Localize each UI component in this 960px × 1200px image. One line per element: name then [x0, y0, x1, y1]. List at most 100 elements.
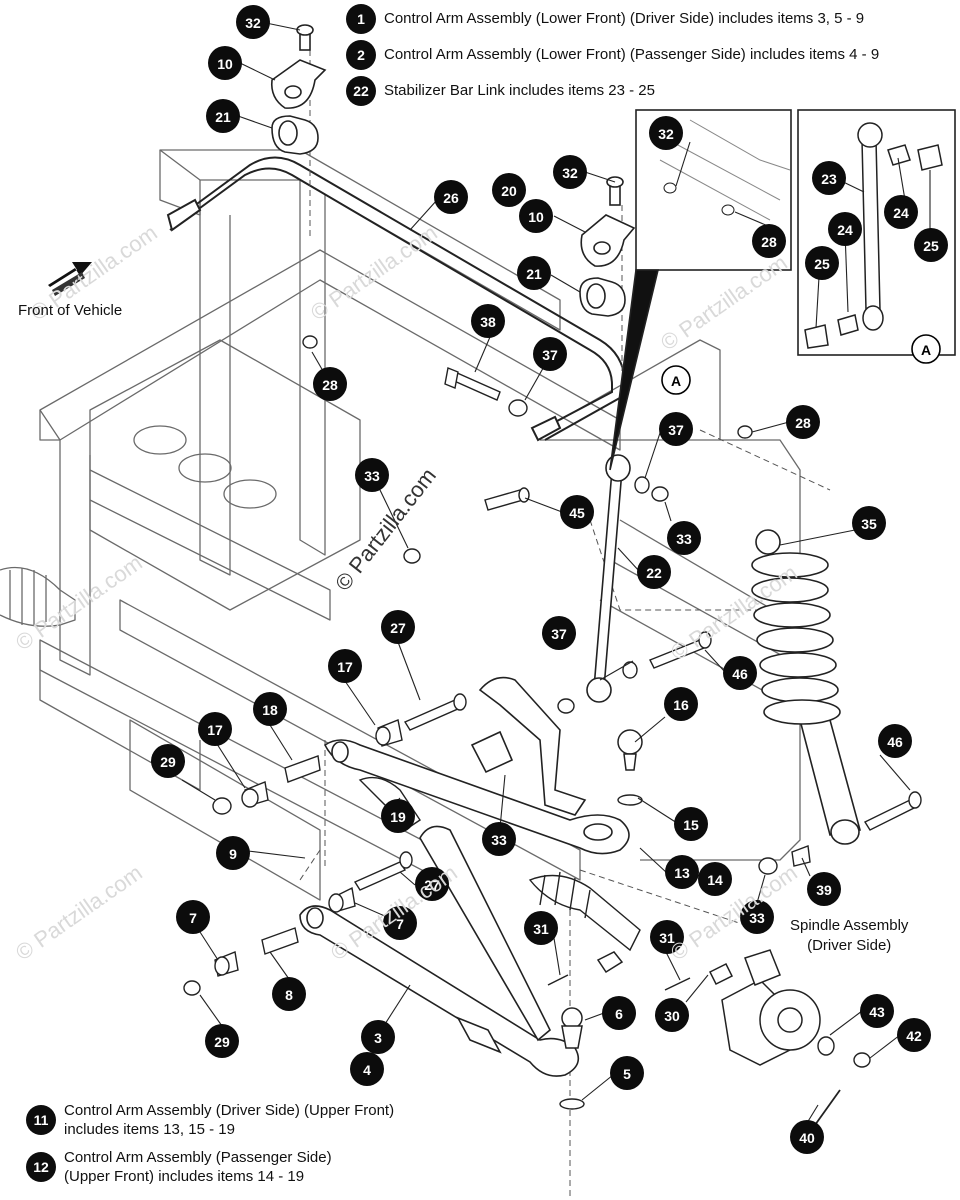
svg-text:13: 13	[674, 865, 690, 881]
callouts: 32 10 21 26 20 32 10 21 38 37 28 33 45 2…	[151, 5, 948, 1154]
callout-39: 39	[807, 872, 841, 906]
bushings-sleeves	[214, 719, 811, 977]
callout-33-c: 33	[667, 521, 701, 555]
svg-text:10: 10	[217, 56, 233, 72]
callout-14: 14	[698, 862, 732, 896]
callout-10-b: 10	[519, 199, 553, 233]
svg-text:23: 23	[821, 171, 837, 187]
svg-text:32: 32	[562, 165, 578, 181]
svg-text:20: 20	[501, 183, 517, 199]
upper-control-arm	[323, 676, 630, 855]
svg-text:10: 10	[528, 209, 544, 225]
callout-28: 28	[313, 367, 347, 401]
legend-item-12: 12 Control Arm Assembly (Passenger Side)…	[26, 1148, 332, 1186]
nuts-washers	[183, 335, 871, 1110]
spindle-assembly	[547, 949, 841, 1126]
callout-7-b: 7	[383, 906, 417, 940]
legend-item-1: 1 Control Arm Assembly (Lower Front) (Dr…	[346, 4, 864, 34]
svg-text:15: 15	[683, 817, 699, 833]
callout-33-d: 33	[740, 900, 774, 934]
svg-text:28: 28	[795, 415, 811, 431]
legend-badge: 11	[26, 1105, 56, 1135]
svg-text:38: 38	[480, 314, 496, 330]
callout-8: 8	[272, 977, 306, 1011]
legend-badge: 22	[346, 76, 376, 106]
callout-45: 45	[560, 495, 594, 529]
callout-29-b: 29	[205, 1024, 239, 1058]
legend-text: Control Arm Assembly (Lower Front) (Driv…	[384, 10, 865, 27]
svg-text:35: 35	[861, 516, 877, 532]
svg-text:21: 21	[526, 266, 542, 282]
callout-16: 16	[664, 687, 698, 721]
stabilizer-link-22	[586, 454, 631, 703]
svg-text:32: 32	[658, 126, 674, 142]
svg-text:25: 25	[923, 238, 939, 254]
callout-33-b: 33	[482, 822, 516, 856]
callout-31-b: 31	[650, 920, 684, 954]
svg-text:31: 31	[659, 930, 675, 946]
shock-absorber-35	[751, 529, 862, 845]
svg-text:27: 27	[424, 877, 440, 893]
svg-text:37: 37	[551, 626, 567, 642]
front-of-vehicle-label: Front of Vehicle	[18, 302, 123, 319]
callout-23: 23	[812, 161, 846, 195]
svg-text:A: A	[671, 373, 681, 389]
svg-text:45: 45	[569, 505, 585, 521]
front-of-vehicle-arrow-icon	[48, 262, 92, 296]
svg-text:27: 27	[390, 620, 406, 636]
clamp-10-right	[580, 176, 636, 267]
svg-text:5: 5	[623, 1066, 631, 1082]
legend-badge: 2	[346, 40, 376, 70]
legend-badge: 12	[26, 1152, 56, 1182]
callout-17-b: 17	[198, 712, 232, 746]
svg-text:24: 24	[837, 222, 853, 238]
callout-33: 33	[355, 458, 389, 492]
svg-text:17: 17	[207, 722, 223, 738]
ball-joints	[561, 729, 734, 1049]
callout-17: 17	[328, 649, 362, 683]
legend-item-22: 22 Stabilizer Bar Link includes items 23…	[346, 76, 655, 106]
svg-text:37: 37	[542, 347, 558, 363]
callout-32-b: 32	[553, 155, 587, 189]
clamp-10-left	[270, 24, 327, 109]
svg-text:33: 33	[364, 468, 380, 484]
legend-text-line1: Control Arm Assembly (Driver Side) (Uppe…	[64, 1102, 395, 1119]
svg-text:8: 8	[285, 987, 293, 1003]
callout-32-inset: 32	[649, 116, 683, 150]
inset-frames	[609, 109, 956, 471]
callout-13: 13	[665, 855, 699, 889]
spindle-label-line2: (Driver Side)	[807, 937, 892, 954]
callout-25: 25	[914, 228, 948, 262]
frame-drawing	[0, 149, 801, 901]
svg-text:21: 21	[215, 109, 231, 125]
bushing-21-right	[579, 277, 626, 317]
svg-text:40: 40	[799, 1130, 815, 1146]
callout-6: 6	[602, 996, 636, 1030]
svg-text:14: 14	[707, 872, 723, 888]
svg-text:7: 7	[189, 910, 197, 926]
callout-40: 40	[790, 1120, 824, 1154]
svg-text:29: 29	[160, 754, 176, 770]
svg-text:31: 31	[533, 921, 549, 937]
spindle-label-line1: Spindle Assembly	[790, 917, 909, 934]
callout-37: 37	[533, 337, 567, 371]
legend-item-11: 11 Control Arm Assembly (Driver Side) (U…	[26, 1101, 394, 1139]
legend-text-line2: includes items 13, 15 - 19	[64, 1121, 235, 1138]
callout-26: 26	[434, 180, 468, 214]
svg-text:26: 26	[443, 190, 459, 206]
callout-19: 19	[381, 799, 415, 833]
svg-text:18: 18	[262, 702, 278, 718]
callout-3: 3	[361, 1020, 395, 1054]
svg-text:43: 43	[869, 1004, 885, 1020]
callout-38: 38	[471, 304, 505, 338]
svg-text:16: 16	[673, 697, 689, 713]
svg-text:46: 46	[732, 666, 748, 682]
callout-35: 35	[852, 506, 886, 540]
callout-28-b: 28	[786, 405, 820, 439]
callout-21-b: 21	[517, 256, 551, 290]
svg-text:42: 42	[906, 1028, 922, 1044]
callout-20: 20	[492, 173, 526, 207]
callout-28-inset: 28	[752, 224, 786, 258]
callout-10: 10	[208, 46, 242, 80]
inset-link-parts	[804, 122, 943, 349]
